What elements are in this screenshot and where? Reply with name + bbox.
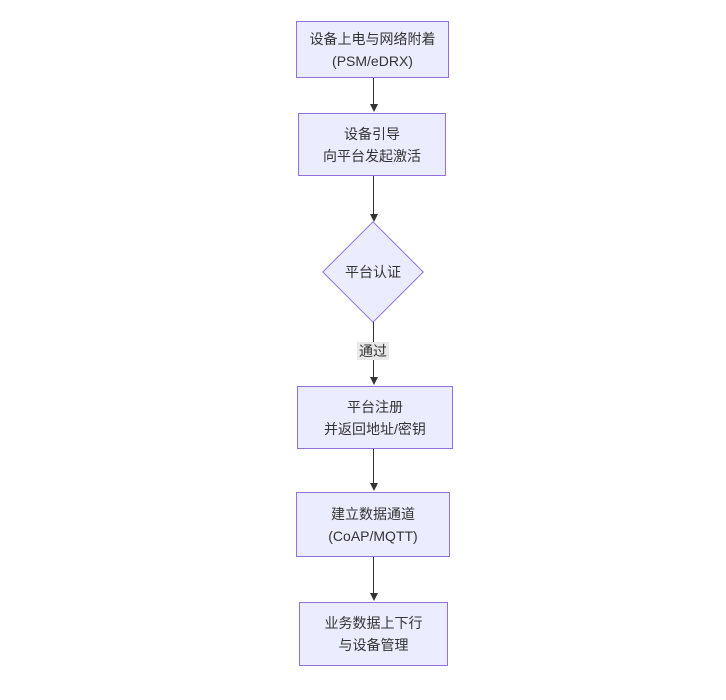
node-data-channel: 建立数据通道 (CoAP/MQTT) xyxy=(296,492,450,557)
node-text-line: 平台注册 xyxy=(347,398,403,415)
edge-line xyxy=(373,557,374,594)
node-text-line: 与设备管理 xyxy=(338,637,409,653)
node-text-line: 设备上电与网络附着 xyxy=(309,30,436,47)
arrowhead-icon xyxy=(369,104,378,112)
arrowhead-icon xyxy=(369,214,378,222)
node-bootstrap: 设备引导 向平台发起激活 xyxy=(298,113,446,176)
node-business-data: 业务数据上下行 与设备管理 xyxy=(299,602,448,666)
edge-arrow-2 xyxy=(369,176,378,222)
arrowhead-icon xyxy=(369,593,378,601)
node-platform-register: 平台注册 并返回地址/密钥 xyxy=(297,386,453,449)
node-text-line: 建立数据通道 xyxy=(331,505,415,522)
arrowhead-icon xyxy=(369,377,378,385)
edge-arrow-4 xyxy=(369,449,378,491)
node-text-line: 向平台发起激活 xyxy=(323,147,421,164)
edge-line xyxy=(373,78,374,105)
arrowhead-icon xyxy=(369,483,378,491)
node-platform-auth: 平台认证 xyxy=(322,221,424,323)
node-text-line: 业务数据上下行 xyxy=(324,615,423,631)
node-text-line: 平台认证 xyxy=(345,264,401,280)
node-text-line: 并返回地址/密钥 xyxy=(324,420,426,437)
node-text-line: (PSM/eDRX) xyxy=(332,52,413,69)
node-text-line: 设备引导 xyxy=(344,125,400,142)
edge-line xyxy=(373,449,374,484)
node-text-line: (CoAP/MQTT) xyxy=(328,527,418,544)
edge-line xyxy=(373,176,374,215)
node-power-attach: 设备上电与网络附着 (PSM/eDRX) xyxy=(296,21,449,78)
edge-arrow-1 xyxy=(369,78,378,112)
edge-label-pass: 通过 xyxy=(357,342,389,360)
edge-arrow-5 xyxy=(369,557,378,601)
